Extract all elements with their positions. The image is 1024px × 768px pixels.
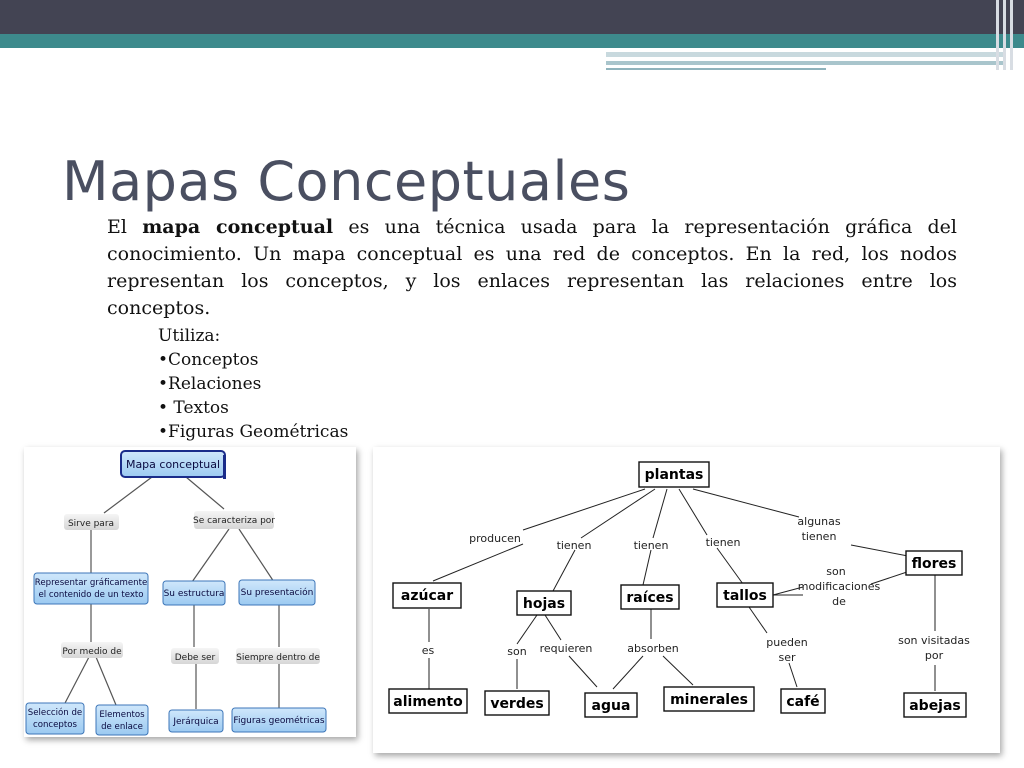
svg-text:Debe ser: Debe ser xyxy=(175,653,216,663)
list-item: •Relaciones xyxy=(158,374,262,394)
node-minerales: minerales xyxy=(663,686,755,712)
link-absorben: absorben xyxy=(627,642,678,655)
svg-text:plantas: plantas xyxy=(645,467,704,483)
link-caracteriza: Se caracteriza por xyxy=(193,511,275,529)
node-abejas: abejas xyxy=(903,692,967,718)
svg-text:hojas: hojas xyxy=(523,596,565,612)
svg-text:Se caracteriza por: Se caracteriza por xyxy=(193,516,275,526)
link-es: es xyxy=(422,644,435,657)
link-son-mod: son xyxy=(826,565,845,578)
svg-text:conceptos: conceptos xyxy=(33,720,78,730)
header-dark-band xyxy=(0,0,1024,34)
link-son-visitadas: son visitadas xyxy=(898,634,970,647)
link-tienen: tienen xyxy=(557,539,592,552)
header-stripe xyxy=(606,68,826,70)
svg-text:tallos: tallos xyxy=(723,588,767,604)
node-seleccion: Selección de conceptos xyxy=(25,702,85,735)
concept-map-image-right: plantas azúcar hojas raíces tallos flore… xyxy=(373,447,1000,753)
link-siempre: Siempre dentro de xyxy=(236,648,320,664)
svg-text:flores: flores xyxy=(912,556,957,572)
list-item: • Textos xyxy=(158,398,229,418)
header-vertical-line xyxy=(1003,0,1006,70)
node-flores: flores xyxy=(905,550,963,576)
svg-text:Siempre dentro de: Siempre dentro de xyxy=(236,653,320,663)
node-plantas: plantas xyxy=(638,461,710,488)
link-algunas: algunas xyxy=(797,515,840,528)
svg-text:agua: agua xyxy=(592,698,631,714)
svg-text:raíces: raíces xyxy=(626,590,673,606)
link-producen: producen xyxy=(469,532,521,545)
link-son-mod: modificaciones xyxy=(798,580,881,593)
svg-text:minerales: minerales xyxy=(670,692,748,708)
node-verdes: verdes xyxy=(484,690,550,716)
list-item: •Figuras Geométricas xyxy=(158,422,349,442)
link-por: por xyxy=(925,649,944,662)
svg-text:Por medio de: Por medio de xyxy=(62,647,122,657)
svg-text:Jerárquica: Jerárquica xyxy=(172,717,218,727)
svg-text:alimento: alimento xyxy=(393,694,463,710)
link-ser: ser xyxy=(778,651,795,664)
svg-text:café: café xyxy=(786,694,819,710)
node-cafe: café xyxy=(780,688,826,714)
link-tienen: tienen xyxy=(634,539,669,552)
list-item: •Conceptos xyxy=(158,350,259,370)
header-vertical-line xyxy=(1010,0,1013,70)
svg-text:azúcar: azúcar xyxy=(401,588,453,604)
svg-text:Elementos: Elementos xyxy=(99,710,145,720)
svg-text:abejas: abejas xyxy=(909,698,961,714)
concept-map-image-left: Mapa conceptual Sirve para Se caracteriz… xyxy=(24,447,356,737)
node-alimento: alimento xyxy=(388,688,468,714)
svg-text:de enlace: de enlace xyxy=(101,722,143,732)
node-jerarquica: Jerárquica xyxy=(168,709,224,733)
link-tienen: tienen xyxy=(706,536,741,549)
svg-text:el contenido de un texto: el contenido de un texto xyxy=(38,590,143,600)
node-presentacion: Su presentación xyxy=(238,579,316,606)
bold-term: mapa conceptual xyxy=(142,216,334,238)
svg-text:Selección de: Selección de xyxy=(28,707,82,718)
svg-text:Figuras geométricas: Figuras geométricas xyxy=(233,715,324,726)
node-root: Mapa conceptual xyxy=(120,450,226,479)
slide-title: Mapas Conceptuales xyxy=(62,150,631,213)
node-raices: raíces xyxy=(620,584,680,610)
svg-text:Su presentación: Su presentación xyxy=(241,587,314,598)
link-requieren: requieren xyxy=(540,642,593,655)
node-azucar: azúcar xyxy=(392,582,462,609)
svg-text:Mapa conceptual: Mapa conceptual xyxy=(126,458,220,471)
link-debe: Debe ser xyxy=(171,648,219,664)
header-stripe xyxy=(606,61,1006,65)
svg-text:verdes: verdes xyxy=(490,696,543,712)
node-agua: agua xyxy=(584,692,638,718)
link-medio: Por medio de xyxy=(61,642,123,658)
list-heading: Utiliza: xyxy=(158,326,221,346)
svg-text:Representar gráficamente: Representar gráficamente xyxy=(35,578,148,588)
link-son-mod: de xyxy=(832,595,846,608)
node-figuras: Figuras geométricas xyxy=(231,707,327,733)
link-sirve: Sirve para xyxy=(64,514,119,530)
header-vertical-line xyxy=(996,0,999,70)
node-hojas: hojas xyxy=(516,590,572,616)
node-tallos: tallos xyxy=(716,582,774,608)
node-representar: Representar gráficamente el contenido de… xyxy=(33,572,149,605)
svg-text:Su estructura: Su estructura xyxy=(164,589,225,599)
link-algunas-tienen: tienen xyxy=(802,530,837,543)
node-estructura: Su estructura xyxy=(162,580,226,606)
node-elementos: Elementos de enlace xyxy=(95,704,149,736)
header-stripe xyxy=(606,52,1006,57)
header-teal-band xyxy=(0,34,1024,48)
link-son: son xyxy=(507,645,526,658)
link-pueden: pueden xyxy=(766,636,807,649)
svg-text:Sirve para: Sirve para xyxy=(68,519,114,529)
definition-paragraph: El mapa conceptual es una técnica usada … xyxy=(107,216,957,319)
